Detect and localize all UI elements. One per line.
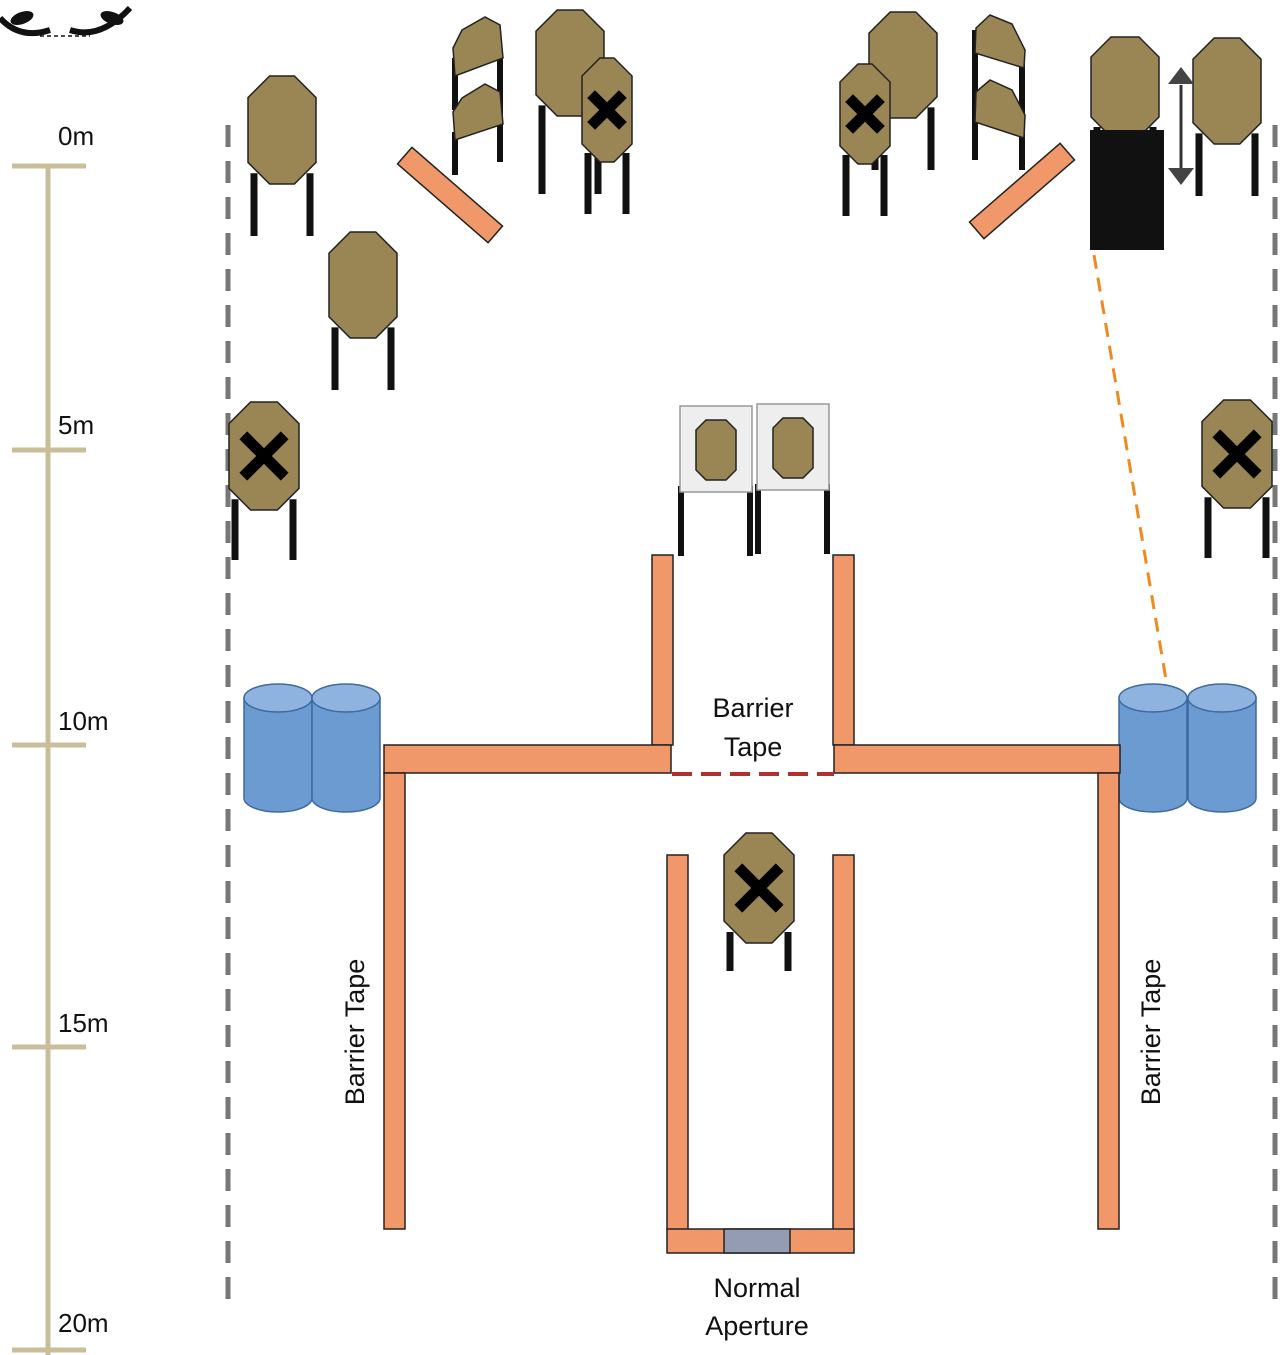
target-t9 — [974, 14, 1026, 69]
target-t15 — [1201, 399, 1273, 558]
no-shoot-left — [678, 405, 753, 556]
barrier-tape-left-label: Barrier Tape — [340, 959, 370, 1106]
barrel-top — [243, 683, 313, 713]
barrel-top — [1187, 683, 1257, 713]
target-t10 — [974, 79, 1026, 140]
target-face — [452, 16, 504, 78]
scale-label-10m: 10m — [58, 706, 109, 736]
target-t8 — [839, 63, 891, 216]
x-mark-icon — [239, 431, 289, 481]
horizontal-wall-left — [383, 744, 672, 774]
barrel-left-2 — [311, 683, 381, 813]
normal-aperture — [723, 1228, 791, 1254]
x-mark-icon — [845, 94, 885, 134]
target-face — [695, 419, 737, 481]
start-box-wall-left — [666, 854, 689, 1231]
barrel-body — [1187, 697, 1257, 813]
target-t4 — [452, 83, 504, 142]
barrier-tape-center-label-2: Tape — [724, 732, 783, 762]
vertical-wall-right — [1097, 772, 1120, 1230]
target-face — [452, 83, 504, 142]
x-mark-icon — [1212, 429, 1262, 479]
target-face — [247, 75, 317, 185]
central-chute — [651, 554, 855, 746]
normal-aperture-label-1: Normal — [713, 1273, 800, 1303]
barrier-tape-right-label: Barrier Tape — [1136, 959, 1166, 1106]
barrier-tape-center-label-1: Barrier — [712, 693, 793, 723]
target-t2 — [328, 231, 398, 390]
target-t3 — [452, 16, 504, 78]
target-face — [974, 14, 1026, 69]
scale-label-15m: 15m — [58, 1008, 109, 1038]
laurel-wreath-logo — [0, 5, 133, 37]
target-face — [772, 417, 814, 479]
barrel-body — [1118, 697, 1188, 813]
horizontal-wall-right — [833, 744, 1121, 774]
target-t14 — [228, 401, 300, 560]
x-mark-icon — [587, 90, 627, 130]
normal-aperture-label-2: Aperture — [705, 1311, 809, 1341]
scale-label-0m: 0m — [58, 121, 94, 151]
sight-line — [1092, 254, 1174, 716]
barrel-body — [311, 697, 381, 813]
barrel-body — [243, 697, 313, 813]
angled-wall-left — [396, 146, 504, 244]
distance-scale: 0m 5m 10m 15m 20m — [12, 121, 109, 1355]
target-t12 — [1192, 37, 1262, 196]
double-arrow-icon — [1168, 67, 1194, 185]
scale-label-20m: 20m — [58, 1308, 109, 1338]
barrel-top — [1118, 683, 1188, 713]
scale-label-5m: 5m — [58, 410, 94, 440]
vertical-wall-left — [383, 772, 406, 1230]
hard-cover — [1090, 130, 1164, 250]
angled-wall-right — [968, 142, 1076, 240]
x-mark-icon — [734, 863, 784, 913]
target-face — [328, 231, 398, 339]
start-box-wall-right — [832, 854, 855, 1231]
barrel-left-1 — [243, 683, 313, 813]
target-face — [1192, 37, 1262, 145]
target-t1 — [247, 75, 317, 236]
target-t16 — [723, 832, 795, 971]
no-shoot-right — [755, 403, 830, 554]
barrel-right-1 — [1118, 683, 1188, 813]
barrel-top — [311, 683, 381, 713]
target-t6 — [581, 57, 633, 214]
target-face — [1090, 36, 1160, 138]
chute-wall-left — [651, 554, 674, 746]
target-face — [974, 79, 1026, 140]
chute-wall-right — [832, 554, 855, 746]
barrel-right-2 — [1187, 683, 1257, 813]
